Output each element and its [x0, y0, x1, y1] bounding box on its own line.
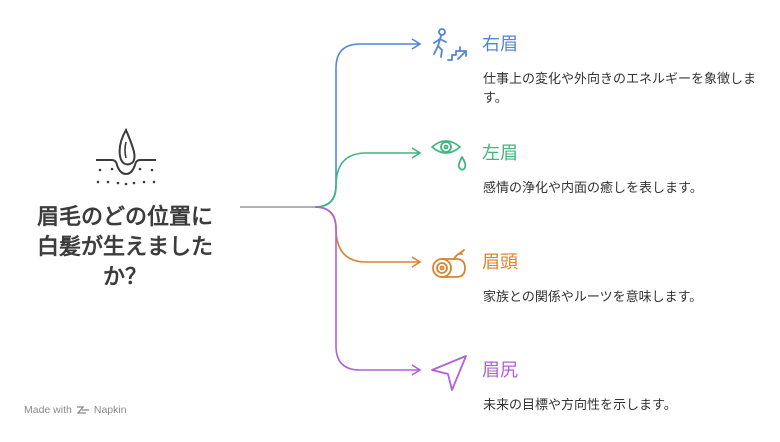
- branch-title-left-brow: 左眉: [482, 143, 518, 164]
- connector-brow-tail: [314, 206, 420, 371]
- branch-desc-left-brow: 感情の浄化や内面の癒しを表します。: [483, 181, 703, 196]
- footer-brand: Napkin: [93, 404, 127, 416]
- connector-left-brow: [314, 152, 420, 208]
- arrowhead-right-brow: [411, 38, 422, 50]
- hair-follicle-icon: [96, 127, 156, 186]
- branch-title-brow-head: 眉頭: [482, 252, 518, 273]
- log-rings-icon: [432, 249, 466, 278]
- branch-desc-brow-tail: 未来の目標や方向性を示します。: [483, 398, 677, 413]
- question-line-1: 眉毛のどの位置に: [36, 205, 213, 230]
- connector-right-brow: [314, 43, 420, 208]
- eye-tear-icon: [431, 140, 467, 171]
- question-line-2: 白髪が生えました: [36, 235, 213, 260]
- arrowhead-brow-tail: [411, 364, 422, 376]
- arrowhead-left-brow: [411, 147, 422, 159]
- branch-title-brow-tail: 眉尻: [482, 360, 518, 381]
- stairs-climber-icon: [433, 28, 467, 61]
- branch-desc-brow-head: 家族との関係やルーツを意味します。: [483, 290, 703, 305]
- arrowhead-brow-head: [411, 256, 422, 268]
- footer-label: Made with: [24, 404, 72, 416]
- question-line-3: か？: [102, 265, 147, 290]
- made-with-napkin-footer[interactable]: Made with Napkin: [24, 404, 127, 416]
- branch-title-right-brow: 右眉: [482, 34, 518, 55]
- navigation-arrow-icon: [431, 355, 467, 391]
- napkin-logo-icon: [76, 406, 89, 414]
- branch-desc-right-brow: 仕事上の変化や外向きのエネルギーを象徴します。: [483, 72, 757, 106]
- connector-brow-head: [314, 206, 420, 263]
